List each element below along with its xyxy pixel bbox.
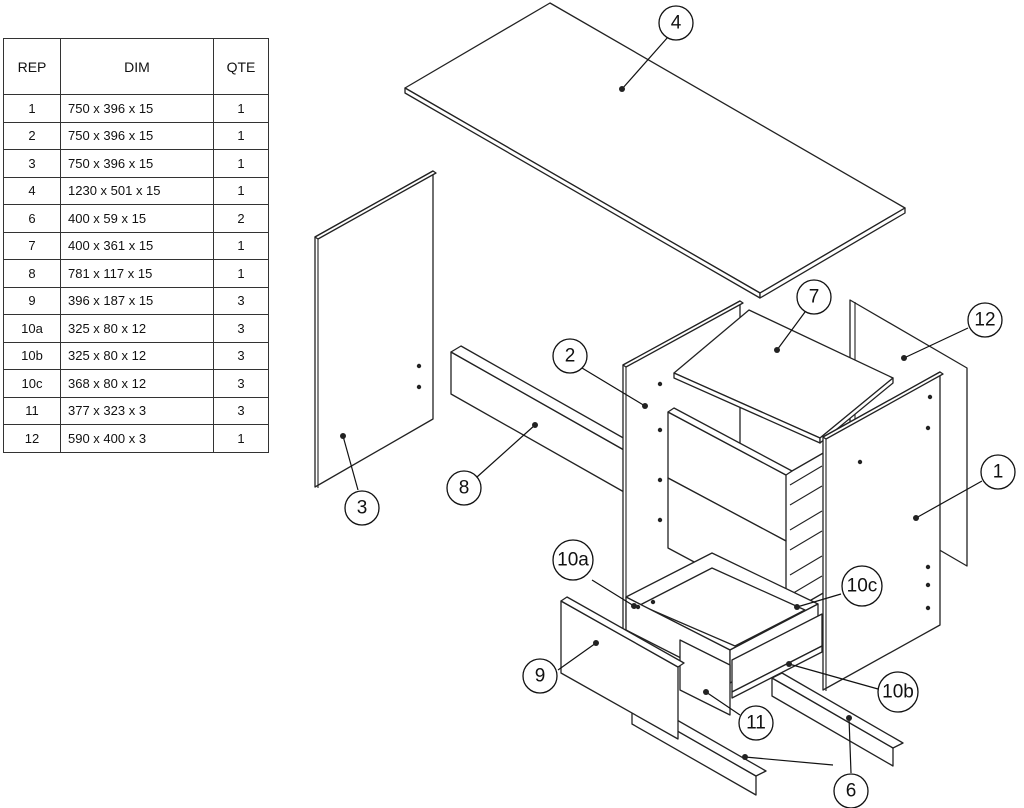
cell-rep: 10c xyxy=(3,369,61,398)
callout-10a-label: 10a xyxy=(557,550,589,571)
callout-8: 8 xyxy=(446,470,482,506)
callout-11-label: 11 xyxy=(746,713,766,734)
cell-dim: 400 x 59 x 15 xyxy=(60,204,214,233)
callout-6-label: 6 xyxy=(846,781,857,802)
cell-qte: 1 xyxy=(213,424,269,453)
cell-qte: 3 xyxy=(213,369,269,398)
cell-qte: 3 xyxy=(213,314,269,343)
part-9-drawer-front xyxy=(560,596,685,740)
cell-rep: 6 xyxy=(3,204,61,233)
cell-qte: 1 xyxy=(213,121,269,150)
callout-9-label: 9 xyxy=(535,666,546,687)
table-header-row: REP DIM QTE xyxy=(3,38,269,95)
callout-12-label: 12 xyxy=(974,310,995,331)
part-1-right-side-panel xyxy=(822,371,944,691)
header-rep: REP xyxy=(3,38,61,95)
cell-dim: 750 x 396 x 15 xyxy=(60,94,214,123)
cell-dim: 1230 x 501 x 15 xyxy=(60,176,214,205)
callout-3-label: 3 xyxy=(357,498,368,519)
cell-rep: 3 xyxy=(3,149,61,178)
callout-10b: 10b xyxy=(877,671,919,713)
cell-rep: 9 xyxy=(3,286,61,315)
cell-qte: 3 xyxy=(213,286,269,315)
cell-qte: 3 xyxy=(213,396,269,425)
callout-12: 12 xyxy=(967,302,1003,338)
cell-rep: 2 xyxy=(3,121,61,150)
cell-qte: 1 xyxy=(213,176,269,205)
callout-1-label: 1 xyxy=(993,462,1004,483)
cell-qte: 2 xyxy=(213,204,269,233)
callout-1: 1 xyxy=(980,454,1016,490)
header-dim: DIM xyxy=(60,38,214,95)
fixing-holes xyxy=(416,363,933,611)
cell-rep: 4 xyxy=(3,176,61,205)
header-qte: QTE xyxy=(213,38,269,95)
callout-7-label: 7 xyxy=(809,287,820,308)
cell-rep: 1 xyxy=(3,94,61,123)
callout-7: 7 xyxy=(796,279,832,315)
callout-11: 11 xyxy=(738,705,774,741)
cell-dim: 781 x 117 x 15 xyxy=(60,259,214,288)
callout-6: 6 xyxy=(833,773,869,808)
part-4-top-panel xyxy=(404,2,906,299)
callout-3: 3 xyxy=(344,490,380,526)
part-3-side-panel xyxy=(314,170,437,488)
callout-10a: 10a xyxy=(552,539,594,581)
cell-dim: 325 x 80 x 12 xyxy=(60,341,214,370)
callout-10c: 10c xyxy=(841,565,883,607)
callout-4-label: 4 xyxy=(671,13,682,34)
part-8-rear-rail xyxy=(450,345,635,493)
callout-4: 4 xyxy=(658,5,694,41)
cell-dim: 750 x 396 x 15 xyxy=(60,149,214,178)
callout-10b-label: 10b xyxy=(882,682,914,703)
cell-dim: 590 x 400 x 3 xyxy=(60,424,214,453)
cell-rep: 12 xyxy=(3,424,61,453)
cell-dim: 396 x 187 x 15 xyxy=(60,286,214,315)
cell-dim: 368 x 80 x 12 xyxy=(60,369,214,398)
callout-2: 2 xyxy=(552,338,588,374)
cell-rep: 10a xyxy=(3,314,61,343)
cell-qte: 1 xyxy=(213,149,269,178)
cell-dim: 325 x 80 x 12 xyxy=(60,314,214,343)
cell-dim: 750 x 396 x 15 xyxy=(60,121,214,150)
callout-10c-label: 10c xyxy=(847,576,878,597)
callout-8-label: 8 xyxy=(459,478,470,499)
callout-2-label: 2 xyxy=(565,346,576,367)
lower-drawer-box xyxy=(625,552,823,716)
callout-9: 9 xyxy=(522,658,558,694)
leader-lines xyxy=(340,36,983,774)
part-7-shelf xyxy=(673,309,894,444)
